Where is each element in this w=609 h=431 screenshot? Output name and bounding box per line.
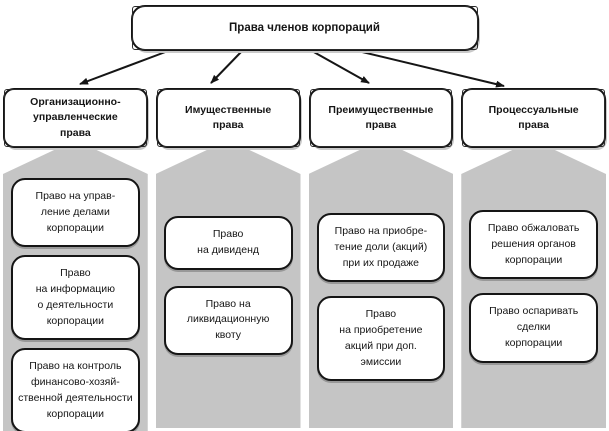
leaf-label: Право на информацию о деятельности корпо… (35, 267, 116, 327)
leaf-node: Право на приобретение акций при доп. эми… (316, 296, 446, 382)
up-arrow-shape: Право обжаловать решения органов корпора… (461, 140, 606, 428)
leaf-label: Право на контроль финансово-хозяй- ствен… (18, 360, 133, 420)
branch-column-preemptive: Преимущественные права Право на приобре-… (308, 88, 454, 428)
leaf-node: Право на управ- ление делами корпорации (11, 178, 140, 248)
leaf-node: Право на контроль финансово-хозяй- ствен… (11, 348, 140, 431)
arrow-to-branch-3 (311, 50, 370, 84)
leaf-node: Право на ликвидационную квоту (163, 285, 293, 355)
up-arrow-shape: Право на управ- ление делами корпорации … (3, 140, 148, 431)
branch-column-organizational: Организационно- управленческие права Пра… (3, 88, 148, 431)
branch-label: Процессуальные права (488, 103, 579, 131)
leaf-node: Право на дивиденд (163, 216, 293, 270)
root-node-label: Права членов корпораций (229, 22, 380, 34)
leaf-label: Право на дивиденд (197, 228, 260, 256)
leaf-node: Право на информацию о деятельности корпо… (11, 255, 140, 341)
branches-row: Организационно- управленческие права Пра… (0, 88, 609, 431)
connector-arrows (79, 50, 505, 88)
branch-node-procedural: Процессуальные права (461, 88, 606, 148)
branch-column-property: Имущественные права Право на дивиденд Пр… (155, 88, 301, 428)
leaf-label: Право оспаривать сделки корпорации (489, 305, 579, 349)
up-arrow-shape: Право на дивиденд Право на ликвидационну… (155, 140, 301, 428)
leaf-node: Право на приобре- тение доли (акций) при… (316, 213, 446, 283)
leaf-label: Право на управ- ление делами корпорации (35, 190, 116, 234)
arrow-to-branch-2 (210, 50, 243, 84)
up-arrow-shape: Право на приобре- тение доли (акций) при… (308, 140, 454, 428)
branch-node-property: Имущественные права (155, 88, 301, 148)
leaf-label: Право на ликвидационную квоту (186, 297, 270, 342)
arrow-to-branch-1 (79, 50, 169, 85)
leaf-label: Право на приобре- тение доли (акций) при… (334, 225, 428, 269)
branch-label: Имущественные права (185, 103, 272, 131)
root-node: Права членов корпораций (130, 5, 479, 51)
branch-label: Преимущественные права (328, 103, 434, 131)
leaf-label: Право обжаловать решения органов корпора… (487, 222, 580, 266)
leaf-node: Право обжаловать решения органов корпора… (469, 210, 598, 280)
arrow-to-branch-4 (357, 50, 505, 88)
branch-node-organizational: Организационно- управленческие права (3, 88, 148, 148)
branch-node-preemptive: Преимущественные права (308, 88, 454, 148)
leaf-node: Право оспаривать сделки корпорации (469, 293, 598, 363)
branch-label: Организационно- управленческие права (30, 96, 121, 139)
branch-column-procedural: Процессуальные права Право обжаловать ре… (461, 88, 606, 428)
leaf-label: Право на приобретение акций при доп. эми… (339, 308, 423, 368)
